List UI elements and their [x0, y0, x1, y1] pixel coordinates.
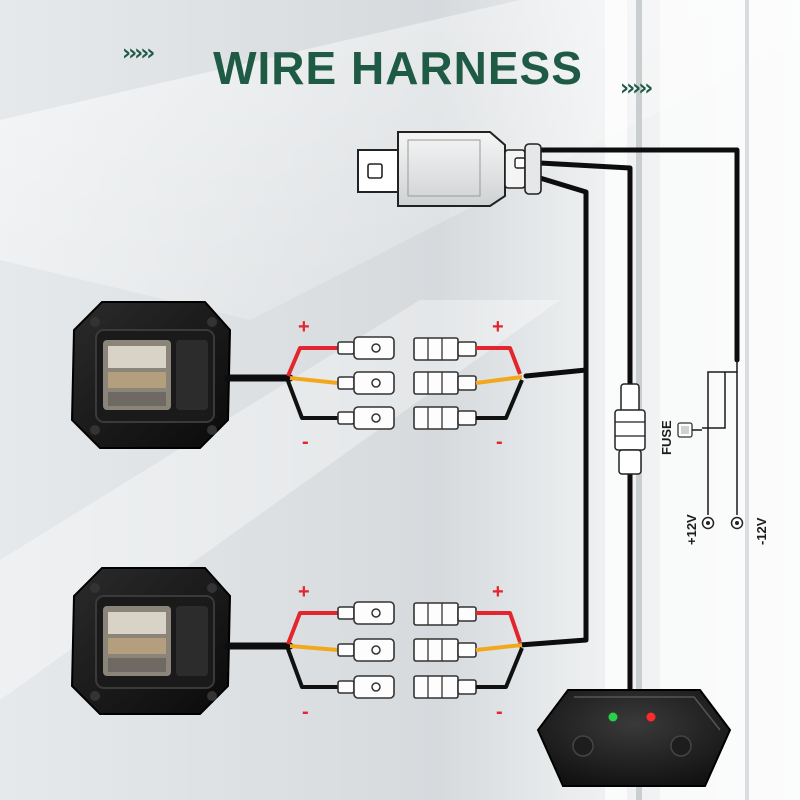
light-1-receptacle-ground: [413, 406, 477, 430]
light-1-lead-ground: [286, 380, 338, 420]
positive-terminal: [701, 516, 715, 530]
relay-wire: [523, 367, 589, 379]
page-title: WIRE HARNESS: [213, 42, 583, 94]
light-1-plus-right: +: [492, 316, 504, 338]
light-2-harness-lead-ground: [476, 647, 524, 689]
status-led-green: [608, 712, 618, 722]
inline-connector: [614, 383, 646, 475]
light-2-plus-right: +: [492, 581, 504, 603]
relay-wire: [517, 175, 589, 648]
light-2-minus-left: -: [302, 701, 309, 723]
light-1-receptacle-signal: [413, 371, 477, 395]
light-1-harness-lead-ground: [476, 379, 524, 420]
relay-wire: [537, 160, 633, 693]
light-1-plus-left: +: [298, 316, 310, 338]
fuse: [677, 422, 702, 438]
power-wire: [702, 372, 726, 429]
window-panel: [605, 0, 627, 800]
window-panel: [660, 0, 800, 800]
status-led-red: [646, 712, 656, 722]
light-2-lead-positive: [286, 611, 338, 645]
switch-button-right: [670, 735, 692, 757]
title-arrows-right: ›››››: [620, 76, 652, 101]
light-2-plus-left: +: [298, 581, 310, 603]
light-2-receptacle-positive: [413, 602, 477, 626]
light-2-harness-lead-positive: [476, 611, 522, 643]
light-1-minus-left: -: [302, 431, 309, 453]
light-1-spade-ground: [337, 406, 395, 430]
light-2-harness-lead-signal: [475, 643, 523, 652]
fuse-label: FUSE: [659, 420, 674, 455]
light-1-harness-lead-positive: [476, 346, 522, 375]
light-1-lead-signal: [289, 376, 339, 385]
relay-wire: [537, 147, 740, 363]
light-pod-1: [70, 301, 232, 449]
light-2-spade-signal: [337, 638, 395, 662]
light-1-harness-lead-signal: [475, 375, 523, 385]
light-2-spade-ground: [337, 675, 395, 699]
light-1-receptacle-positive: [413, 337, 477, 361]
negative-terminal: [730, 516, 744, 530]
light-pod-2: [70, 567, 232, 715]
window-frame: [745, 0, 749, 800]
relay: [357, 131, 542, 207]
positive-terminal-label: +12V: [684, 514, 699, 545]
light-1-lead-positive: [286, 346, 338, 377]
light-2-receptacle-signal: [413, 638, 477, 662]
light-2-lead-ground: [286, 648, 338, 689]
title-arrows-left: ›››››: [122, 41, 154, 66]
light-2-receptacle-ground: [413, 675, 477, 699]
switch-box: [536, 689, 732, 787]
light-1-minus-right: -: [496, 431, 503, 453]
light-2-minus-right: -: [496, 701, 503, 723]
light-2-lead-signal: [289, 644, 339, 652]
light-1-spade-signal: [337, 371, 395, 395]
switch-button-left: [572, 735, 594, 757]
light-2-spade-positive: [337, 601, 395, 625]
light-1-spade-positive: [337, 336, 395, 360]
power-wire: [707, 360, 738, 515]
negative-terminal-label: -12V: [754, 517, 769, 545]
